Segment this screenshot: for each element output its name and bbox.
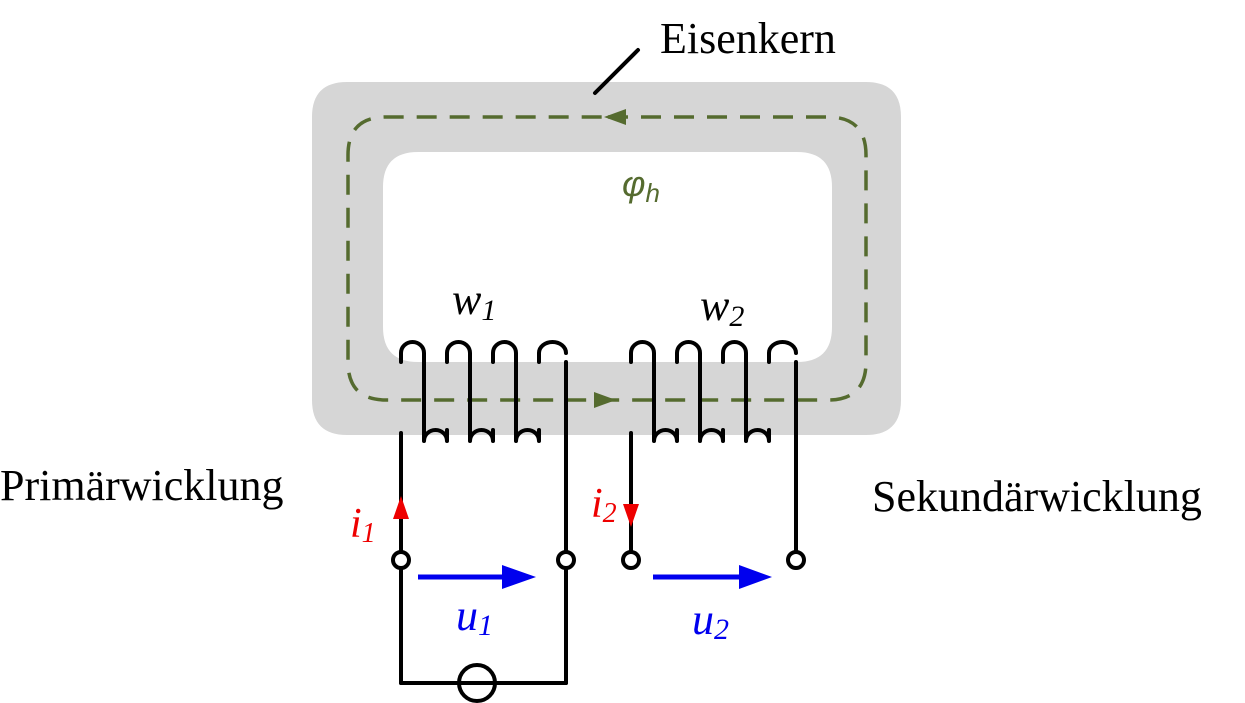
w2-symbol: w: [700, 281, 730, 330]
secondary-coil-turn: [675, 340, 725, 443]
primary-coil-turn: [399, 340, 449, 443]
w1-label: w1: [452, 275, 496, 327]
primary-coil-turn: [445, 340, 495, 443]
u2-symbol: u: [692, 595, 714, 644]
primary-winding-label: Primärwicklung: [0, 461, 284, 510]
i2-arrow: [623, 504, 639, 527]
w1-symbol: w: [452, 275, 482, 324]
u1-label: u1: [456, 591, 493, 642]
u2-label: u2: [692, 595, 729, 646]
w1-subscript: 1: [481, 294, 496, 327]
core-leader-line: [593, 48, 640, 95]
u1-arrow-head: [502, 565, 536, 589]
flux-label: φh: [622, 163, 660, 208]
secondary-coil-turn: [629, 340, 679, 443]
primary-coil-turn: [537, 340, 568, 364]
terminal-secondary-right: [786, 550, 806, 570]
secondary-coil-turn: [721, 340, 771, 443]
i1-subscript: 1: [362, 518, 376, 549]
terminal-secondary-left: [621, 550, 641, 570]
primary-coil: [399, 340, 568, 443]
i2-symbol: i: [591, 481, 603, 527]
u2-arrow-head: [739, 565, 772, 589]
primary-coil-turn: [491, 340, 541, 443]
core-label: Eisenkern: [660, 14, 836, 63]
flux-symbol: φ: [622, 163, 645, 204]
u1-subscript: 1: [478, 609, 493, 642]
flux-arrow-top: [604, 109, 626, 125]
secondary-coil: [629, 340, 798, 443]
u2-subscript: 2: [714, 613, 729, 646]
secondary-coil-turn: [767, 340, 798, 364]
flux-subscript: h: [645, 178, 659, 208]
terminal-primary-left: [391, 550, 411, 570]
i2-subscript: 2: [603, 498, 617, 529]
terminal-primary-right: [556, 550, 576, 570]
iron-core: [312, 82, 901, 435]
w2-subscript: 2: [729, 300, 744, 333]
secondary-winding-label: Sekundärwicklung: [872, 472, 1202, 521]
i2-label: i2: [591, 481, 617, 529]
flux-arrow-bottom: [594, 392, 616, 408]
i1-label: i1: [350, 501, 376, 549]
i1-arrow: [393, 496, 409, 519]
u1-symbol: u: [456, 591, 478, 640]
w2-label: w2: [700, 281, 744, 333]
i1-symbol: i: [350, 501, 362, 547]
